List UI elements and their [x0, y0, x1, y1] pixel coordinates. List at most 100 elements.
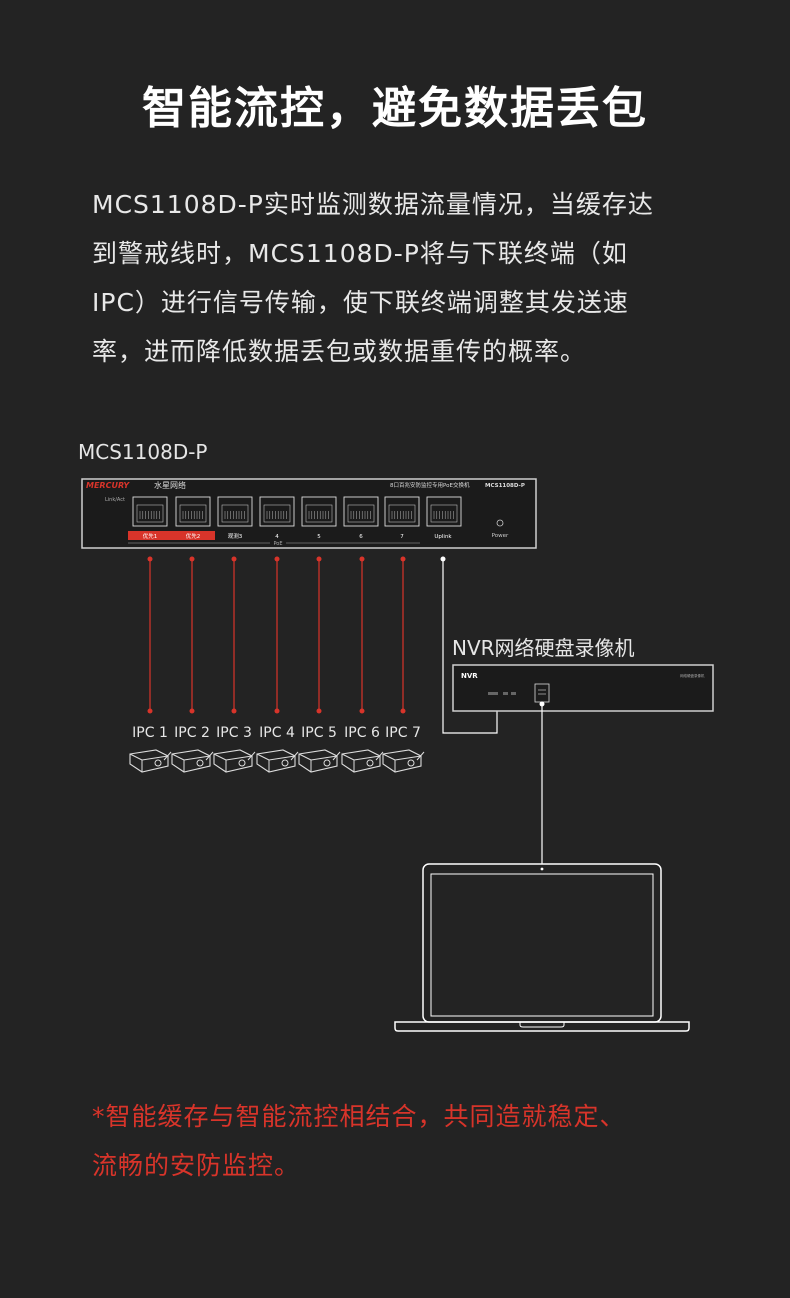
- ipc-camera-icon: [298, 749, 341, 773]
- ipc-label: IPC 7: [385, 725, 421, 741]
- uplink-cable: [442, 559, 498, 734]
- switch-port-inner: [179, 504, 207, 523]
- switch-port-icon: [132, 496, 168, 527]
- switch-port-inner: [305, 504, 333, 523]
- switch-port-label: 6: [359, 534, 363, 540]
- camera-mount: [163, 751, 172, 761]
- switch-port-inner: [136, 504, 164, 523]
- camera-edge: [213, 753, 227, 761]
- camera-edge: [382, 753, 396, 761]
- switch-port-icon: [426, 496, 462, 527]
- switch-port-icon: [384, 496, 420, 527]
- switch-ports: [132, 496, 462, 527]
- switch-port-icon: [343, 496, 379, 527]
- switch-port-icon: [301, 496, 337, 527]
- switch-port-label: 优先1: [143, 532, 158, 540]
- laptop-screen: [430, 873, 654, 1017]
- page-title: 智能流控，避免数据丢包: [142, 83, 648, 134]
- camera-mount: [375, 751, 384, 761]
- camera-body: [129, 749, 169, 773]
- camera-body: [298, 749, 338, 773]
- priority-badge-1: [128, 531, 172, 540]
- ipc-line-end-dot: [147, 708, 153, 714]
- laptop-notch: [519, 1022, 565, 1028]
- camera-body: [256, 749, 296, 773]
- camera-mount: [416, 751, 425, 761]
- camera-lens: [281, 759, 289, 767]
- ipc-line-end-dot: [316, 708, 322, 714]
- camera-body: [382, 749, 422, 773]
- switch-port-inner: [430, 504, 458, 523]
- switch-port-icon: [217, 496, 253, 527]
- camera-edge: [310, 755, 338, 761]
- nvr-badge: NVR: [461, 672, 478, 680]
- camera-edge: [171, 753, 185, 761]
- switch-port-icon: [175, 496, 211, 527]
- switch-port-label: 4: [275, 534, 279, 540]
- switch-port-icon: [259, 496, 295, 527]
- ipc-camera-icon: [256, 749, 299, 773]
- camera-lens: [154, 759, 162, 767]
- switch-model-small: MCS1108D-P: [485, 483, 525, 489]
- switch-port-label: 优先2: [186, 532, 201, 540]
- camera-lens: [196, 759, 204, 767]
- camera-edge: [225, 755, 253, 761]
- camera-body: [341, 749, 381, 773]
- camera-lens: [407, 759, 415, 767]
- ipc-cameras: [129, 749, 425, 773]
- camera-mount: [247, 751, 256, 761]
- nvr-indicator-1: [488, 692, 498, 695]
- ipc-camera-icon: [129, 749, 172, 773]
- camera-edge: [129, 753, 143, 761]
- poe-switch: MERCURY 水星网络 8口百兆安防监控专用PoE交换机 MCS1108D-P…: [81, 478, 537, 549]
- nvr-small-text: 网络硬盘录像机: [680, 673, 705, 678]
- power-led-icon: [496, 519, 504, 527]
- camera-edge: [394, 755, 422, 761]
- laptop-camera-dot: [540, 867, 544, 871]
- poe-label: PoE: [273, 541, 282, 547]
- ipc-line-end-dot: [231, 708, 237, 714]
- switch-model-label: MCS1108D-P: [78, 440, 208, 464]
- camera-edge: [183, 755, 211, 761]
- power-label: Power: [492, 533, 509, 539]
- camera-edge: [256, 753, 270, 761]
- camera-body: [171, 749, 211, 773]
- ipc-camera-icon: [171, 749, 214, 773]
- description-line: 率，进而降低数据丢包或数据重传的概率。: [92, 337, 587, 366]
- camera-edge: [353, 755, 381, 761]
- ipc-line-end-dot: [400, 708, 406, 714]
- camera-edge: [298, 753, 312, 761]
- switch-port-inner: [388, 504, 416, 523]
- camera-lens: [238, 759, 246, 767]
- camera-edge: [141, 755, 169, 761]
- ipc-label: IPC 2: [174, 725, 210, 741]
- camera-body: [213, 749, 253, 773]
- camera-mount: [332, 751, 341, 761]
- ipc-label: IPC 5: [301, 725, 337, 741]
- switch-product-name: 8口百兆安防监控专用PoE交换机: [390, 481, 470, 489]
- switch-port-label: 7: [400, 534, 404, 540]
- ipc-camera-icon: [382, 749, 425, 773]
- camera-edge: [341, 753, 355, 761]
- ipc-label: IPC 3: [216, 725, 252, 741]
- laptop-icon: [394, 863, 690, 1032]
- footnote-line: *智能缓存与智能流控相结合，共同造就稳定、: [92, 1102, 626, 1131]
- footnote-line: 流畅的安防监控。: [92, 1151, 301, 1180]
- switch-port-inner: [263, 504, 291, 523]
- description: MCS1108D-P实时监测数据流量情况，当缓存达 到警戒线时，MCS1108D…: [92, 180, 707, 376]
- switch-brand-cn: 水星网络: [154, 480, 186, 490]
- camera-mount: [290, 751, 299, 761]
- switch-port-inner: [347, 504, 375, 523]
- switch-port-label: 观测3: [228, 532, 243, 540]
- switch-port-label: Uplink: [434, 534, 452, 540]
- ipc-line-end-dot: [359, 708, 365, 714]
- nvr-device: NVR 网络硬盘录像机: [452, 664, 714, 712]
- switch-port-inner: [221, 504, 249, 523]
- ipc-camera-icon: [213, 749, 256, 773]
- description-line: 到警戒线时，MCS1108D-P将与下联终端（如: [92, 239, 628, 268]
- ipc-line-end-dot: [189, 708, 195, 714]
- ipc-line-end-dot: [274, 708, 280, 714]
- nvr-title: NVR网络硬盘录像机: [452, 636, 635, 660]
